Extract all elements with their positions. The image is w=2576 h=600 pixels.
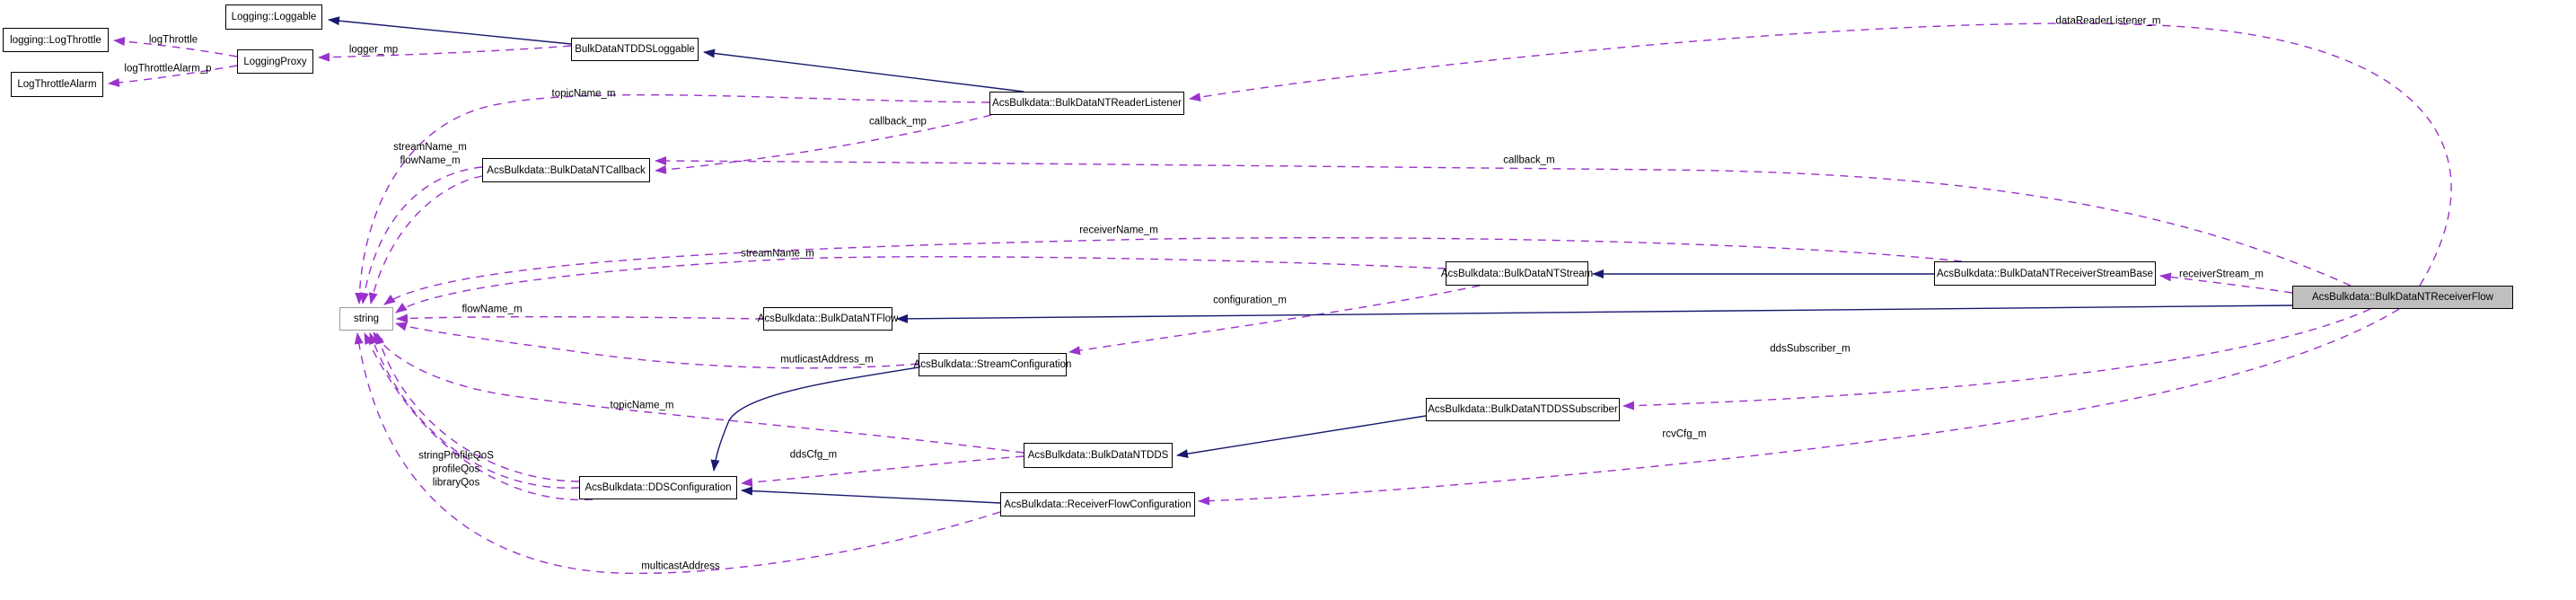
edge-usage-dds-config-to-string-c bbox=[364, 332, 593, 501]
edge-usage-logging-proxy-to-log-throttle-alarm bbox=[108, 65, 238, 87]
node-dds-config[interactable]: AcsBulkdata::DDSConfiguration bbox=[579, 476, 737, 499]
edge-usage-nt-dds-to-dds-config bbox=[741, 455, 1024, 487]
edge-usage-callback-to-string-stream bbox=[359, 166, 483, 304]
edge-usage-nt-stream-to-stream-config bbox=[1068, 285, 1481, 356]
node-receiver-flow[interactable]: AcsBulkdata::BulkDataNTReceiverFlow bbox=[2292, 286, 2513, 309]
node-string[interactable]: string bbox=[339, 307, 393, 331]
edge-inherit-reader-listener-to-dds-loggable bbox=[703, 49, 1024, 93]
node-nt-stream[interactable]: AcsBulkdata::BulkDataNTStream bbox=[1441, 261, 1593, 286]
edge-usage-receiver-flow-to-callback bbox=[655, 156, 2352, 287]
edge-usage-nt-flow-to-string bbox=[396, 313, 764, 323]
edge-usage-logging-proxy-to-log-throttle bbox=[113, 37, 238, 57]
edge-usage-receiver-stream-base-to-string bbox=[383, 237, 1963, 305]
node-nt-flow[interactable]: AcsBulkdata::BulkDataNTFlow bbox=[758, 307, 898, 331]
edge-usage-nt-stream-to-string bbox=[395, 256, 1446, 313]
edge-usage-receiver-flow-to-receiver-stream-base bbox=[2159, 272, 2293, 294]
node-stream-config[interactable]: AcsBulkdata::StreamConfiguration bbox=[914, 353, 1071, 376]
edge-usage-dds-config-to-string-a bbox=[375, 332, 580, 482]
edge-usage-receiver-flow-to-dds-subscriber bbox=[1622, 308, 2371, 410]
node-loggable[interactable]: Logging::Loggable bbox=[225, 4, 322, 30]
node-dds-loggable[interactable]: BulkDataNTDDSLoggable bbox=[571, 38, 699, 61]
edge-usage-dds-config-to-string-b bbox=[369, 332, 580, 489]
node-callback[interactable]: AcsBulkdata::BulkDataNTCallback bbox=[482, 158, 650, 182]
node-log-throttle[interactable]: logging::LogThrottle bbox=[3, 28, 109, 52]
edge-usage-reader-listener-to-string bbox=[355, 93, 990, 304]
edge-inherit-dds-loggable-to-loggable bbox=[328, 16, 572, 45]
node-logging-proxy[interactable]: LoggingProxy bbox=[237, 49, 313, 74]
edge-usage-reader-listener-to-callback bbox=[655, 114, 992, 174]
edge-usage-nt-dds-to-string bbox=[373, 331, 1024, 454]
edge-usage-stream-config-to-string bbox=[395, 322, 919, 369]
node-log-throttle-alarm[interactable]: LogThrottleAlarm bbox=[11, 72, 103, 97]
edge-inherit-receiver-flow-config-to-dds-config bbox=[741, 486, 1001, 504]
edge-usage-receiver-flow-config-to-string bbox=[354, 332, 1001, 574]
node-receiver-flow-config[interactable]: AcsBulkdata::ReceiverFlowConfiguration bbox=[1000, 492, 1195, 516]
edge-inherit-dds-subscriber-to-nt-dds bbox=[1176, 415, 1427, 459]
edge-usage-dds-loggable-to-logging-proxy bbox=[318, 45, 572, 62]
node-dds-subscriber[interactable]: AcsBulkdata::BulkDataNTDDSSubscriber bbox=[1426, 398, 1620, 421]
edge-usage-receiver-flow-to-receiver-flow-config bbox=[1198, 308, 2400, 506]
node-receiver-stream-base[interactable]: AcsBulkdata::BulkDataNTReceiverStreamBas… bbox=[1934, 261, 2156, 286]
edge-inherit-stream-config-to-dds-config bbox=[710, 366, 919, 472]
edge-inherit-receiver-flow-to-nt-flow bbox=[896, 304, 2293, 323]
edge-usage-callback-to-string-flow bbox=[368, 175, 483, 304]
node-reader-listener[interactable]: AcsBulkdata::BulkDataNTReaderListener bbox=[989, 92, 1184, 115]
edge-usage-receiver-flow-to-reader-listener bbox=[1189, 22, 2452, 287]
node-nt-dds[interactable]: AcsBulkdata::BulkDataNTDDS bbox=[1024, 443, 1173, 468]
